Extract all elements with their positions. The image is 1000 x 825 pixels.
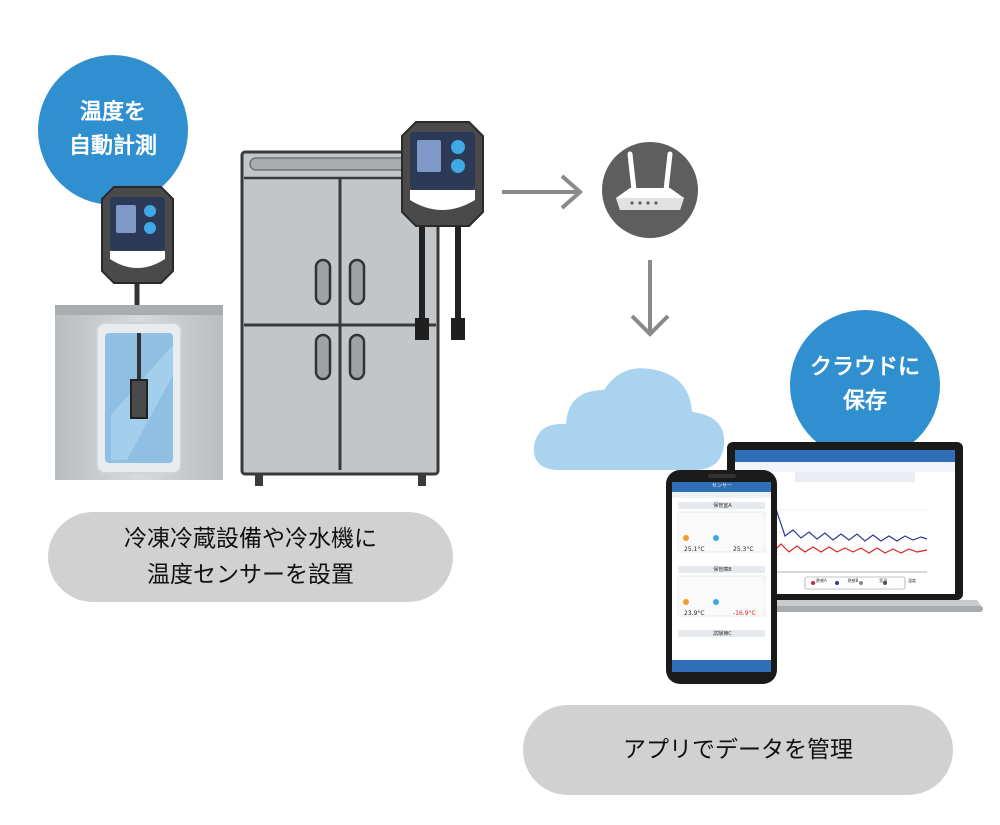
- thermometer-sensor-icon: [101, 186, 174, 310]
- cloud-save-line-2: 保存: [842, 389, 887, 414]
- auto-measure-line-1: 温度を: [79, 100, 146, 125]
- phone-reading-1: 25.1°C: [684, 546, 705, 553]
- router-icon: [602, 142, 698, 238]
- auto-measure-badge: 温度を 自動計測: [38, 55, 188, 205]
- legend-item-2: 熱感B: [847, 578, 859, 583]
- sensor-install-line-1: 冷凍冷蔵設備や冷水機に: [124, 526, 377, 552]
- arrow-right-icon: [502, 174, 584, 210]
- phone-title: センサー: [711, 483, 732, 489]
- laptop-legend: 熱感A 熱感B 室温 湿度: [816, 578, 916, 584]
- cloud-save-badge: クラウドに 保存: [790, 310, 940, 460]
- phone-reading-2: 25.3°C: [733, 546, 754, 553]
- refrigerator-icon: [240, 150, 440, 486]
- arrow-down-icon: [630, 260, 670, 337]
- app-manage-text: アプリでデータを管理: [623, 737, 853, 763]
- sensor-install-line-2: 温度センサーを設置: [147, 562, 354, 588]
- phone-section-3: 試験棟C: [713, 631, 732, 637]
- phone-section-1: 保管室A: [713, 503, 732, 509]
- large-sensor-icon: [401, 121, 484, 340]
- cloud-icon: [533, 368, 725, 470]
- phone-reading-4: -16.9°C: [733, 610, 756, 617]
- phone-section-2: 保管庫B: [713, 567, 732, 573]
- sensor-install-caption: 冷凍冷蔵設備や冷水機に 温度センサーを設置: [48, 512, 453, 602]
- auto-measure-line-2: 自動計測: [68, 134, 157, 159]
- app-manage-caption: アプリでデータを管理: [523, 705, 953, 795]
- smartphone-icon: [666, 470, 777, 684]
- legend-item-1: 熱感A: [816, 578, 827, 583]
- legend-item-3: 室温: [879, 578, 888, 583]
- cloud-save-line-1: クラウドに: [809, 355, 920, 380]
- phone-reading-3: 23.9°C: [684, 610, 705, 617]
- chiller-icon: [55, 305, 223, 480]
- legend-item-4: 湿度: [907, 578, 916, 583]
